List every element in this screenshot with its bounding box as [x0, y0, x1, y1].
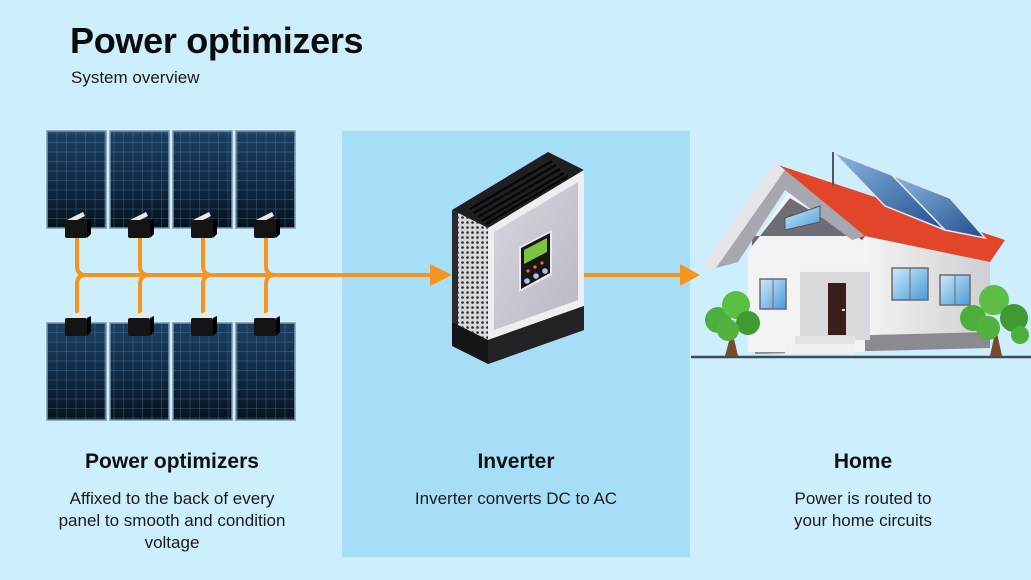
- section-description: Affixed to the back of every panel to sm…: [22, 488, 322, 554]
- section-home: Home Power is routed to your home circui…: [713, 450, 1013, 532]
- tree-icon: [705, 291, 760, 356]
- dc-wiring: [75, 236, 432, 314]
- description-line: Inverter converts DC to AC: [414, 489, 618, 508]
- optimizers: [65, 212, 280, 336]
- solar-panel: [109, 322, 170, 421]
- section-power-optimizers: Power optimizers Affixed to the back of …: [22, 450, 322, 554]
- optimizer-icon: [191, 310, 217, 336]
- roof-solar-panels: [832, 151, 988, 240]
- description-line: Power is routed to: [794, 489, 932, 508]
- solar-panel: [172, 130, 233, 229]
- section-title: Inverter: [477, 450, 555, 473]
- arrow-to-home-icon: [680, 264, 700, 286]
- page-title: Power optimizers: [70, 20, 364, 61]
- optimizer-icon: [128, 310, 154, 336]
- solar-panel: [235, 322, 296, 421]
- solar-panel: [46, 130, 107, 229]
- optimizer-icon: [254, 310, 280, 336]
- description-line: your home circuits: [794, 511, 932, 530]
- section-inverter: Inverter Inverter converts DC to AC: [342, 450, 690, 510]
- optimizer-icon: [254, 212, 280, 238]
- section-description: Inverter converts DC to AC: [342, 488, 690, 510]
- section-title: Power optimizers: [85, 450, 259, 473]
- optimizer-icon: [128, 212, 154, 238]
- solar-panels-top-row: [46, 130, 296, 229]
- optimizer-icon: [65, 212, 91, 238]
- solar-panel: [46, 322, 107, 421]
- description-line: voltage: [144, 533, 200, 552]
- description-line: Affixed to the back of every: [69, 489, 275, 508]
- section-title: Home: [833, 450, 893, 473]
- inverter-display: [519, 230, 552, 292]
- section-description: Power is routed to your home circuits: [713, 488, 1013, 532]
- solar-panel: [172, 322, 233, 421]
- inverter-icon: [452, 152, 584, 364]
- optimizer-icon: [65, 310, 91, 336]
- arrow-to-inverter-icon: [430, 264, 452, 286]
- page-subtitle: System overview: [71, 68, 200, 87]
- solar-panels-bottom-row: [46, 322, 296, 421]
- description-line: panel to smooth and condition: [58, 511, 286, 530]
- optimizer-icon: [191, 212, 217, 238]
- tree-icon: [960, 285, 1029, 356]
- solar-panel: [235, 130, 296, 229]
- solar-panel: [109, 130, 170, 229]
- house-icon: [691, 151, 1031, 359]
